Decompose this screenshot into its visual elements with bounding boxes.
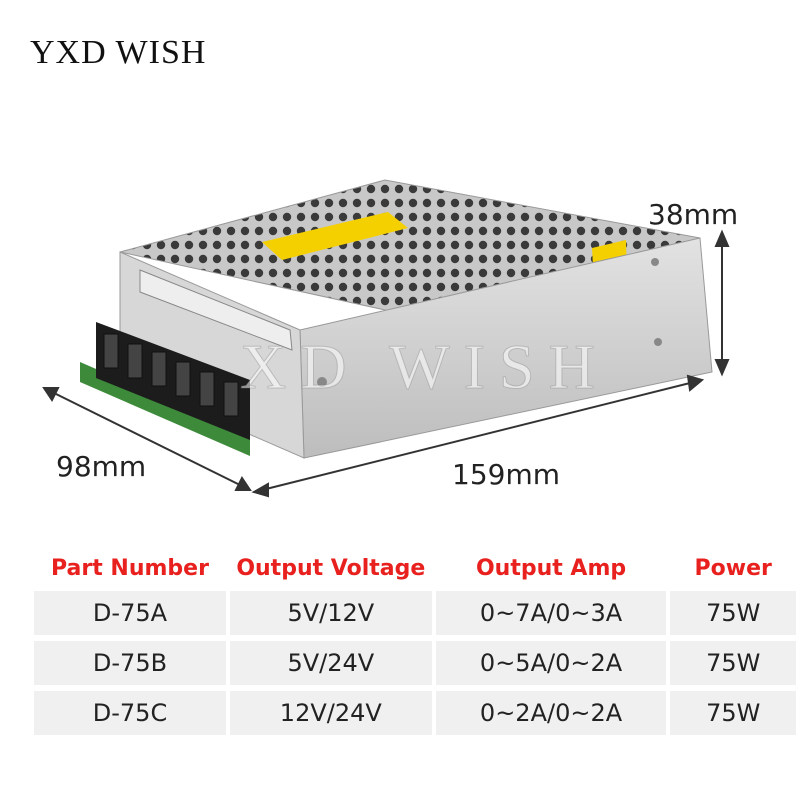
power-cell: 75W	[670, 691, 796, 735]
output-voltage-cell: 5V/12V	[229, 591, 432, 635]
header-output-amp: Output Amp	[475, 555, 627, 581]
watermark-text: XD WISH	[240, 331, 609, 403]
depth-arrow	[51, 391, 243, 487]
depth-dimension-label: 98mm	[56, 450, 147, 483]
output-amp-cell: 0~7A/0~3A	[435, 591, 667, 635]
terminal-screw	[175, 361, 191, 397]
terminal-screw	[199, 371, 215, 407]
width-arrow	[261, 381, 695, 491]
header-part-number: Part Number	[51, 555, 209, 581]
mount-hole	[317, 377, 327, 387]
part-number-cell: D-75C	[34, 691, 226, 735]
power-supply-image	[42, 179, 730, 498]
warning-label	[262, 212, 408, 260]
terminal-label-strip	[139, 269, 293, 351]
output-amp-cell: 0~5A/0~2A	[435, 641, 667, 685]
output-voltage-cell: 12V/24V	[229, 691, 432, 735]
power-cell: 75W	[670, 641, 796, 685]
terminal-screw	[103, 333, 119, 369]
header-output-voltage: Output Voltage	[236, 555, 426, 581]
mount-hole	[651, 258, 659, 266]
output-voltage-cell: 5V/24V	[229, 641, 432, 685]
terminal-screw	[151, 351, 167, 387]
spec-table: Part Number Output Voltage Output Amp Po…	[30, 545, 800, 741]
table-row: D-75B 5V/24V 0~5A/0~2A 75W	[34, 641, 796, 685]
part-number-cell: D-75A	[34, 591, 226, 635]
power-cell: 75W	[670, 591, 796, 635]
output-amp-cell: 0~2A/0~2A	[435, 691, 667, 735]
spec-table-header-row: Part Number Output Voltage Output Amp Po…	[34, 551, 796, 585]
terminal-screw	[223, 381, 239, 417]
header-power: Power	[694, 555, 772, 581]
table-row: D-75C 12V/24V 0~2A/0~2A 75W	[34, 691, 796, 735]
terminal-screw	[127, 343, 143, 379]
height-dimension-label: 38mm	[648, 198, 739, 231]
table-row: D-75A 5V/12V 0~7A/0~3A 75W	[34, 591, 796, 635]
width-dimension-label: 159mm	[452, 458, 560, 491]
mount-hole	[654, 338, 662, 346]
brand-logo-text: YXD WISH	[30, 34, 207, 71]
part-number-cell: D-75B	[34, 641, 226, 685]
